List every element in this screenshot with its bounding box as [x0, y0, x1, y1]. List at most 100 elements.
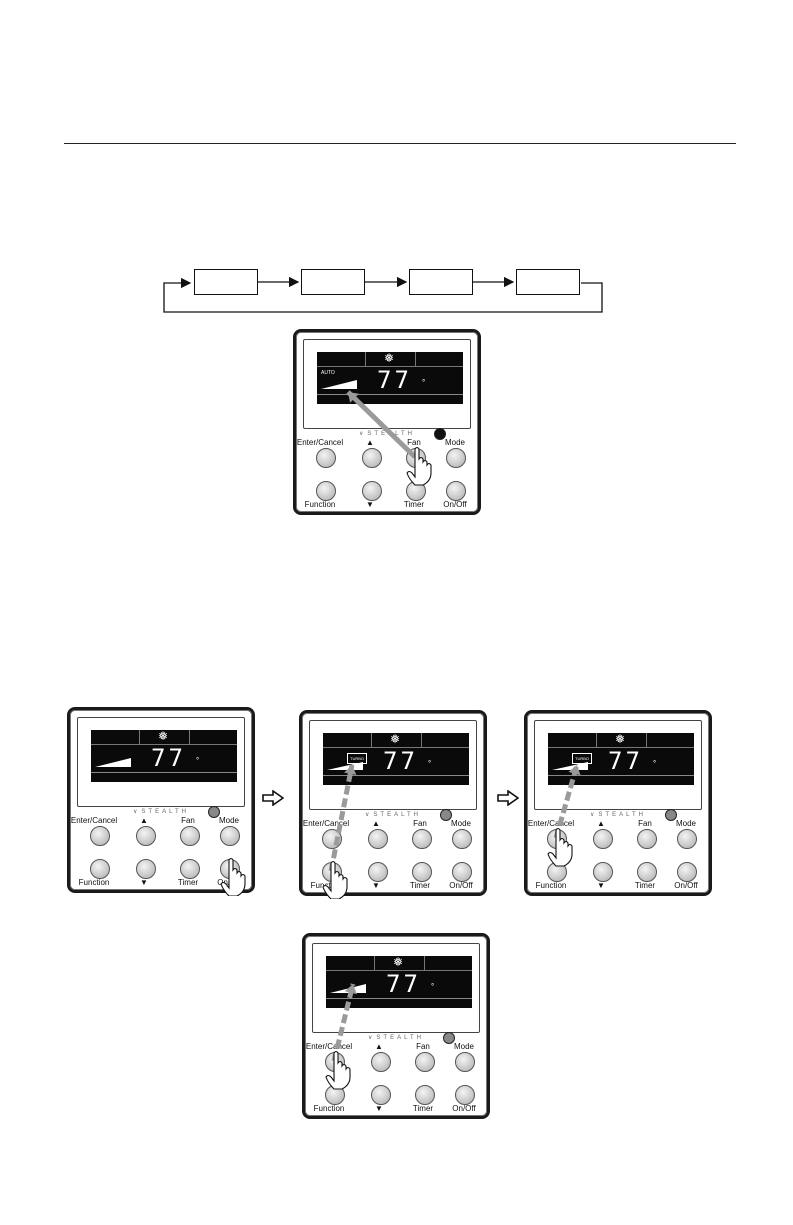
temperature-readout: 77 — [608, 747, 643, 775]
down-button[interactable] — [368, 862, 388, 882]
fan-label: Fan — [181, 816, 195, 825]
timer-button[interactable] — [415, 1085, 435, 1105]
function-button[interactable] — [325, 1085, 345, 1105]
mode-button[interactable] — [455, 1052, 475, 1072]
degree-mark: ° — [196, 756, 200, 765]
brand-v-icon: ∨ — [368, 1035, 373, 1041]
on-off-label: On/Off — [449, 881, 473, 890]
fan-button[interactable] — [415, 1052, 435, 1072]
function-button[interactable] — [322, 862, 342, 882]
enter-cancel-button[interactable] — [547, 829, 567, 849]
up-label: ▲ — [597, 819, 605, 828]
lcd-divider — [371, 733, 372, 747]
degree-mark: ° — [431, 982, 435, 991]
fan-button[interactable] — [180, 826, 200, 846]
turbo-label: TURBO — [347, 753, 367, 764]
timer-button[interactable] — [412, 862, 432, 882]
status-indicator-light — [208, 806, 220, 818]
status-indicator-light — [665, 809, 677, 821]
on-off-button[interactable] — [220, 859, 240, 879]
lcd-top-segment — [326, 956, 472, 971]
snowflake-icon: ❅ — [383, 351, 395, 365]
timer-button[interactable] — [637, 862, 657, 882]
lcd-divider — [646, 733, 647, 747]
mode-button[interactable] — [220, 826, 240, 846]
enter-cancel-label: Enter/Cancel — [70, 816, 118, 825]
right-outline-arrow-icon — [262, 790, 284, 806]
brand-logo: ∨STEALTH — [296, 430, 478, 437]
function-button[interactable] — [547, 862, 567, 882]
function-label: Function — [535, 881, 567, 890]
up-button[interactable] — [136, 826, 156, 846]
function-button[interactable] — [316, 481, 336, 501]
degree-mark: ° — [422, 378, 426, 387]
down-button[interactable] — [362, 481, 382, 501]
enter-cancel-button[interactable] — [322, 829, 342, 849]
timer-label: Timer — [403, 500, 425, 509]
lcd-divider — [421, 733, 422, 747]
enter-cancel-label: Enter/Cancel — [302, 819, 350, 828]
lcd-bottom-strip — [323, 775, 469, 776]
temperature-readout: 77 — [383, 747, 418, 775]
status-indicator-light — [443, 1032, 455, 1044]
fan-button[interactable] — [637, 829, 657, 849]
timer-button[interactable] — [406, 481, 426, 501]
on-off-button[interactable] — [677, 862, 697, 882]
mode-button[interactable] — [452, 829, 472, 849]
up-label: ▲ — [375, 1042, 383, 1051]
brand-text: STEALTH — [598, 812, 646, 818]
enter-cancel-label: Enter/Cancel — [527, 819, 575, 828]
mode-label: Mode — [450, 819, 471, 828]
lcd-top-segment — [317, 352, 463, 367]
temperature-readout: 77 — [386, 970, 421, 998]
snowflake-icon: ❅ — [157, 729, 169, 743]
mode-label: Mode — [453, 1042, 474, 1051]
on-off-button[interactable] — [452, 862, 472, 882]
on-off-button[interactable] — [446, 481, 466, 501]
degree-mark: ° — [428, 759, 432, 768]
down-button[interactable] — [371, 1085, 391, 1105]
timer-label: Timer — [177, 878, 199, 887]
lcd-top-segment — [548, 733, 694, 748]
fan-button[interactable] — [412, 829, 432, 849]
snowflake-icon: ❅ — [389, 732, 401, 746]
up-label: ▲ — [366, 438, 374, 447]
lcd-screen: ❅77°TURBO — [548, 732, 694, 785]
brand-text: STEALTH — [367, 431, 415, 437]
enter-cancel-button[interactable] — [90, 826, 110, 846]
down-button[interactable] — [593, 862, 613, 882]
enter-cancel-button[interactable] — [316, 448, 336, 468]
on-off-button[interactable] — [455, 1085, 475, 1105]
brand-logo: ∨STEALTH — [70, 808, 252, 815]
snowflake-icon: ❅ — [392, 955, 404, 969]
function-button[interactable] — [90, 859, 110, 879]
up-button[interactable] — [371, 1052, 391, 1072]
mode-button[interactable] — [677, 829, 697, 849]
mode-button[interactable] — [446, 448, 466, 468]
fan-button[interactable] — [406, 448, 426, 468]
status-indicator-light — [440, 809, 452, 821]
display-frame — [77, 717, 245, 807]
lcd-divider — [365, 352, 366, 366]
up-button[interactable] — [593, 829, 613, 849]
brand-text: STEALTH — [373, 812, 421, 818]
up-button[interactable] — [368, 829, 388, 849]
flow-box-4 — [516, 269, 580, 295]
auto-label: AUTO — [321, 370, 335, 376]
function-label: Function — [310, 881, 342, 890]
enter-cancel-button[interactable] — [325, 1052, 345, 1072]
lcd-screen: ❅77 ° — [326, 955, 472, 1008]
lcd-divider — [139, 730, 140, 744]
timer-button[interactable] — [180, 859, 200, 879]
lcd-divider — [189, 730, 190, 744]
display-frame — [309, 720, 477, 810]
fan-speed-bars-icon — [95, 758, 131, 767]
enter-cancel-label: Enter/Cancel — [305, 1042, 353, 1051]
down-button[interactable] — [136, 859, 156, 879]
flow-box-1 — [194, 269, 258, 295]
up-button[interactable] — [362, 448, 382, 468]
snowflake-icon: ❅ — [614, 732, 626, 746]
on-off-label: On/Off — [674, 881, 698, 890]
down-label: ▼ — [140, 878, 148, 887]
